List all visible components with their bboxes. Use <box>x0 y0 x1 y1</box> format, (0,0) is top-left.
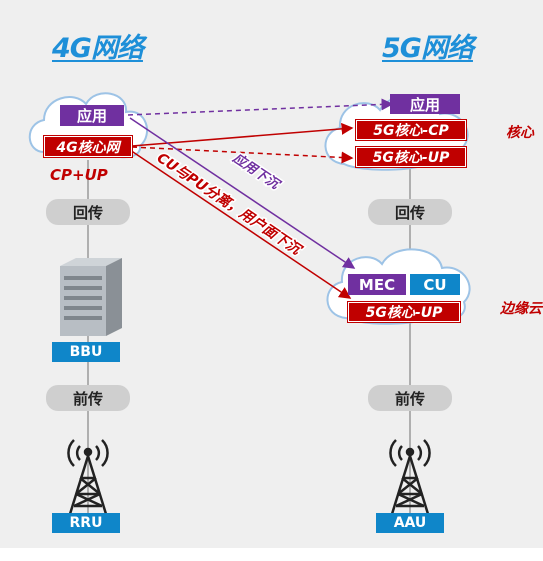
diagram-graphics: 应用下沉 CU与PU分离，用户面下沉 <box>28 92 471 520</box>
left-title: 4G网络 <box>52 33 144 64</box>
edge-core-up-box: 5G核心-UP <box>348 302 460 322</box>
left-backhaul-pill: 回传 <box>46 199 130 225</box>
app-sink-arrow <box>129 117 356 269</box>
bbu-device-icon <box>60 258 122 336</box>
app-to-app-arrow <box>127 98 394 116</box>
mec-box: MEC <box>348 274 406 295</box>
core-to-cp-arrow <box>131 122 354 147</box>
aau-tower-icon <box>389 439 431 515</box>
rru-label: RRU <box>52 513 120 533</box>
cu-box: CU <box>410 274 460 295</box>
right-app-box: 应用 <box>390 94 460 114</box>
right-side-note-top: 核心 <box>506 125 534 141</box>
right-title: 5G网络 <box>382 33 474 64</box>
aau-label: AAU <box>376 513 444 533</box>
left-core-sub: CP+UP <box>50 166 108 184</box>
left-fronthaul-pill: 前传 <box>46 385 130 411</box>
right-core-cp-box: 5G核心-CP <box>356 120 466 140</box>
left-core-box: 4G核心网 <box>44 136 132 157</box>
right-backhaul-pill: 回传 <box>368 199 452 225</box>
left-app-box: 应用 <box>60 105 124 126</box>
right-fronthaul-pill: 前传 <box>368 385 452 411</box>
rru-tower-icon <box>67 439 109 515</box>
right-side-note-edge: 边缘云 <box>500 301 542 317</box>
app-sink-label: 应用下沉 <box>229 149 284 194</box>
up-sink-arrow <box>129 149 352 299</box>
right-core-up-box: 5G核心-UP <box>356 147 466 167</box>
core-to-up-arrow <box>131 146 354 164</box>
bbu-label: BBU <box>52 342 120 362</box>
cu-split-label: CU与PU分离，用户面下沉 <box>154 149 306 259</box>
